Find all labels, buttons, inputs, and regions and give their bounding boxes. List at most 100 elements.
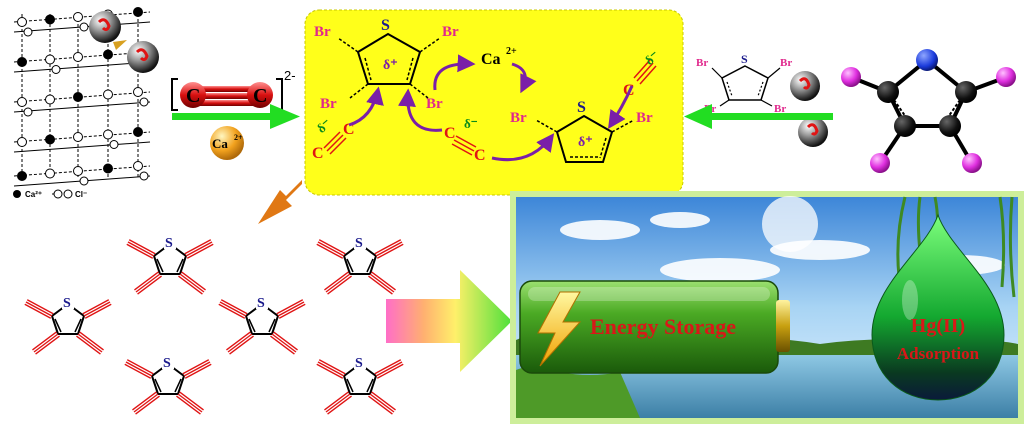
alkyne-bond — [276, 299, 304, 315]
polymer-thiophene-ring — [50, 302, 86, 335]
alkyne-bond — [316, 363, 344, 379]
ca-legend-dot — [13, 190, 21, 198]
triple-bond-line — [323, 131, 341, 149]
polymer-thiophene-ring — [342, 362, 378, 395]
lattice-edge — [13, 61, 151, 73]
alkyne-bond — [179, 273, 205, 293]
carbon-atom-left — [180, 82, 206, 108]
alkyne-bond — [137, 275, 162, 295]
cl-atom — [103, 129, 113, 140]
sulfur-label-bg — [62, 295, 74, 309]
alkyne-bond — [317, 361, 345, 377]
cl-atom — [109, 140, 119, 149]
alkyne-bond — [368, 395, 393, 415]
orange-arrow-icon — [258, 180, 302, 224]
lightning-bolt-icon — [537, 291, 582, 367]
thiophene-ring-1: S δ⁺ Br Br Br Br — [314, 17, 459, 112]
tbt-br-label: Br — [696, 57, 708, 69]
alkyne-bond — [368, 275, 393, 295]
ring1-br-bottom-left: Br — [320, 96, 337, 112]
alkyne-bond — [177, 393, 203, 413]
ring1-cbr-bond — [419, 37, 441, 53]
cacl2-crystal-lattice — [13, 7, 151, 187]
ring2-delta-plus: δ⁺ — [578, 135, 593, 150]
tbt-double-bond — [757, 81, 764, 97]
curved-arrows — [348, 54, 634, 162]
alkyne-bond — [126, 243, 154, 259]
sun-icon — [762, 196, 818, 252]
alkyne-bond — [317, 241, 345, 257]
polymer-double-bond — [366, 258, 374, 273]
alkyne-bond — [76, 335, 101, 355]
alkyne-bond — [26, 299, 54, 315]
milling-ball-icon — [127, 41, 159, 73]
sulfur-label-bg — [256, 295, 268, 309]
milling-balls-right — [790, 71, 828, 147]
cl-atom — [17, 137, 27, 147]
arrow-head — [684, 104, 712, 129]
cl-atom — [23, 107, 33, 117]
model-sulfur-atom — [916, 49, 938, 71]
polymer-double-bond — [248, 318, 256, 333]
alkyne-bond — [132, 391, 157, 411]
polymer-sulfur-label: S — [355, 236, 363, 251]
cl-atom — [133, 161, 143, 171]
ring2-sulfur: S — [577, 99, 586, 116]
polymer-double-bond — [174, 378, 182, 393]
ring1-double-bond — [406, 57, 414, 81]
triple-bond-line — [633, 59, 651, 79]
ring1-br-top-right: Br — [442, 24, 459, 40]
rainbow-arrow-icon — [386, 270, 512, 372]
alkyne-bond — [176, 395, 201, 415]
cl-atom — [45, 168, 55, 179]
milling-ball-icon — [798, 117, 828, 147]
polymer-double-bond — [366, 378, 374, 393]
collision-spark-icon — [113, 40, 127, 50]
alkyne-bond — [186, 243, 214, 259]
crystal-legend: Ca²⁺ Cl⁻ — [13, 189, 87, 199]
triple-bond-line — [639, 65, 657, 85]
battery-highlight — [528, 287, 770, 301]
acetylide-left-c1: C — [312, 145, 324, 162]
triple-bond-rod — [195, 93, 257, 99]
arrow-reaction-to-polymer — [258, 180, 302, 224]
cl-atom — [23, 27, 33, 37]
polymer-double-bond — [346, 378, 354, 393]
lattice-edge — [13, 141, 151, 153]
alkyne-bond — [325, 273, 351, 293]
sulfur-label-bg — [354, 235, 366, 249]
cl-atom — [103, 89, 113, 100]
polymer-double-bond — [346, 258, 354, 273]
cl-legend-circle — [53, 189, 63, 199]
drop-highlight — [902, 280, 918, 320]
box-ca-label: Ca — [481, 51, 501, 68]
alkyne-bond — [133, 393, 159, 413]
polymer-thiophene-ring — [150, 362, 186, 395]
model-bromine-atom — [962, 153, 982, 173]
curved-arrow-icon — [608, 85, 634, 129]
triple-bond-line — [451, 143, 473, 156]
tbt-cbr-bond — [719, 99, 730, 107]
curved-arrow-icon — [433, 54, 476, 91]
ca-atom — [17, 57, 27, 67]
polymer-double-bond — [154, 378, 162, 393]
acetylide-left-c2: C — [343, 121, 355, 138]
polymer-sulfur-label: S — [257, 296, 265, 311]
alkyne-bond — [371, 391, 396, 411]
alkyne-bond — [327, 395, 352, 415]
alkyne-bond — [83, 301, 111, 317]
tbt-cbr-bond — [760, 99, 773, 107]
cl-atom — [17, 97, 27, 107]
ca-atom — [103, 49, 113, 60]
cl-atom — [139, 97, 149, 107]
ca-legend-label: Ca²⁺ — [25, 190, 42, 199]
alkyne-bond — [183, 361, 211, 377]
rotation-mark-icon — [806, 123, 819, 136]
model-carbon-atom — [939, 115, 961, 137]
battery-icon: Energy Storage — [519, 280, 790, 374]
triple-bond-rod — [195, 100, 257, 106]
alkyne-bond — [185, 241, 213, 257]
ca-atom — [45, 134, 55, 145]
